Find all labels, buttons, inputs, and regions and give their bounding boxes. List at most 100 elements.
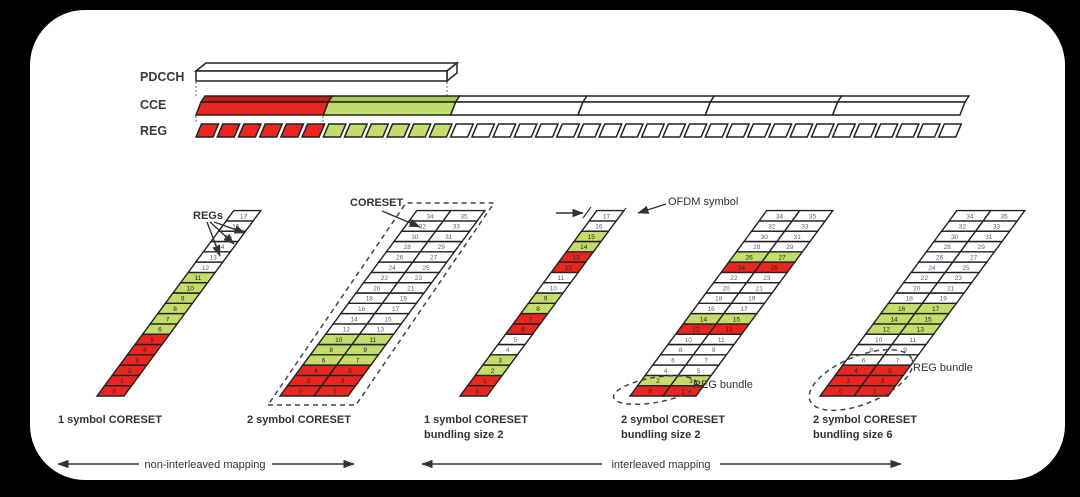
ladder-cell-number: 10: [187, 285, 195, 292]
pdcch-bar: [193, 61, 460, 83]
cce-segment: [831, 101, 967, 116]
ladder-cell-number: 17: [932, 306, 940, 313]
reg-cell: [767, 123, 793, 138]
ladder-cell-number: 19: [400, 296, 408, 303]
ladder-cell-number: 8: [869, 347, 873, 354]
reg-cell: [449, 123, 475, 138]
reg-cell: [916, 123, 942, 138]
ladder-cell-number: 19: [748, 296, 756, 303]
reg-cell: [258, 123, 284, 138]
ladder-cell-number: 1: [483, 378, 487, 385]
ladder-cell-number: 13: [572, 255, 580, 262]
reg-strip: [194, 123, 963, 138]
ladder-cell-number: 22: [921, 275, 929, 282]
pdcch-bar-front-face: [195, 70, 448, 82]
ladder-caption: bundling size 2: [424, 429, 503, 441]
ladder-cell-number: 14: [217, 244, 225, 251]
reg-bundle-label-1: REG bundle: [693, 379, 753, 391]
ladder-cell-number: 9: [903, 347, 907, 354]
ladder-cell-number: 8: [173, 306, 177, 313]
ladder-cell-number: 29: [978, 244, 986, 251]
ladder-cell-number: 16: [898, 306, 906, 313]
ladder-cell-number: 11: [369, 337, 376, 344]
reg-row-label: REG: [140, 124, 167, 138]
regs-arrow-2: [209, 221, 235, 245]
reg-cell: [300, 123, 326, 138]
reg-cell: [576, 123, 602, 138]
cce-segment: [449, 101, 585, 116]
ladder-cell-number: 15: [733, 316, 741, 323]
ladder-cell-number: 9: [544, 296, 548, 303]
reg-cell: [428, 123, 454, 138]
ladder-cell-number: 3: [881, 378, 885, 385]
reg-cell: [704, 123, 729, 138]
ladder-cell-number: 10: [335, 337, 343, 344]
reg-cell: [407, 123, 432, 138]
ladder-cell-number: 35: [460, 213, 468, 220]
ladder-cell-number: 11: [909, 337, 916, 344]
cce-segment: [194, 101, 330, 116]
ladder-cell-number: 31: [985, 234, 993, 241]
ladder-cell-number: 7: [896, 358, 900, 365]
ladder-cell-number: 5: [888, 368, 892, 375]
ladder-cell-number: 4: [314, 368, 318, 375]
ladder-cell-number: 13: [209, 255, 217, 262]
pdcch-cce-reg-diagram: PDCCH CCE REG: [140, 61, 971, 138]
reg-cell: [513, 123, 538, 138]
ladder-cell-number: 34: [966, 213, 974, 220]
ladder-cell-number: 22: [381, 275, 389, 282]
ladder-cell-number: 3: [341, 378, 345, 385]
ladder-cell-number: 24: [388, 265, 396, 272]
reg-cell: [364, 123, 390, 138]
reg-cell: [598, 123, 623, 138]
ladder-cell-number: 14: [350, 316, 358, 323]
cce-segment-top: [581, 95, 716, 103]
ladder-cell-number: 12: [343, 327, 351, 334]
reg-cell: [873, 123, 899, 138]
annotations: REGs CORESET OFDM symbol REG bundle REG …: [193, 196, 973, 412]
cce-segment-top: [327, 95, 461, 103]
ofdm-tick-2: [617, 207, 627, 220]
ladder-cell-number: 10: [875, 337, 883, 344]
reg-cell: [937, 123, 963, 138]
reg-cell: [789, 123, 814, 138]
ladder-cell-number: 26: [936, 255, 944, 262]
ladder-cell-number: 32: [419, 224, 427, 231]
ladder-cell-number: 26: [745, 255, 753, 262]
ladder-cell-number: 15: [588, 234, 596, 241]
reg-cell: [746, 123, 772, 138]
ladder-cell-number: 27: [778, 255, 786, 262]
ladder-cell-number: 4: [143, 347, 147, 354]
reg-cell: [470, 123, 496, 138]
ladder-cell-number: 15: [924, 316, 932, 323]
ladder-cell-number: 21: [756, 285, 764, 292]
ladder-cell-number: 23: [955, 275, 963, 282]
ladder-cell-number: 5: [150, 337, 154, 344]
reg-cell: [385, 123, 411, 138]
ofdm-tick-1: [582, 206, 592, 219]
ladder-caption: bundling size 6: [813, 429, 892, 441]
reg-cell: [237, 123, 263, 138]
cce-segment: [322, 101, 457, 116]
mapping-arrows: non-interleaved mapping interleaved mapp…: [57, 459, 902, 471]
ladder-cell-number: 7: [704, 358, 708, 365]
ladder-cell-number: 9: [363, 347, 367, 354]
regs-label: REGs: [193, 210, 223, 222]
ladder-cell-number: 23: [415, 275, 423, 282]
non-interleaved-mapping-label: non-interleaved mapping: [144, 459, 265, 471]
ladder-caption: bundling size 2: [621, 429, 700, 441]
ladder-cell-number: 14: [580, 244, 588, 251]
cce-segment-top: [709, 95, 843, 103]
ladder-cell-number: 27: [430, 255, 438, 262]
cce-segment: [576, 101, 712, 116]
cce-segment-top: [454, 95, 589, 103]
ladder-cell-number: 25: [962, 265, 970, 272]
ladder-cell-number: 25: [771, 265, 779, 272]
ladder-cell-number: 2: [128, 368, 132, 375]
